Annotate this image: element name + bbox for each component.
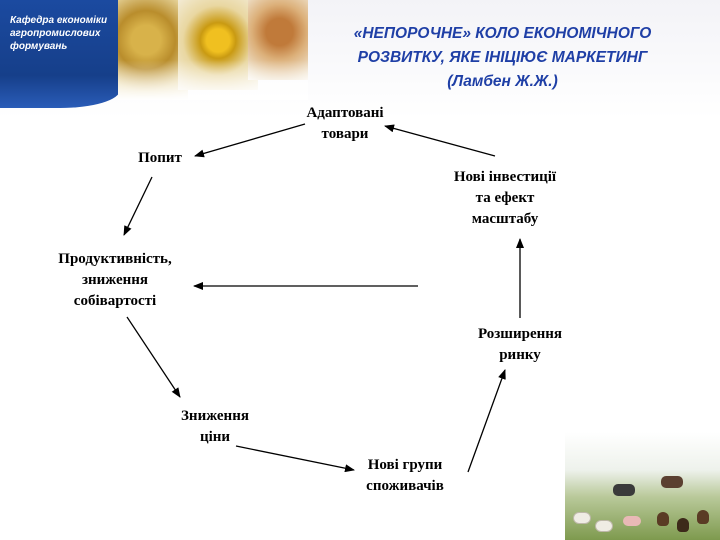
node-demand-line-1: Попит	[115, 148, 205, 169]
node-new-consumers-line-2: споживачів	[335, 476, 475, 497]
node-new-consumers: Нові групи споживачів	[335, 455, 475, 497]
node-productivity: Продуктивність, зниження собівартості	[20, 249, 210, 312]
node-price-reduction-line-2: ціни	[155, 427, 275, 448]
node-price-reduction: Зниження ціни	[155, 406, 275, 448]
node-market-expansion-line-1: Розширення	[445, 324, 595, 345]
node-price-reduction-line-1: Зниження	[155, 406, 275, 427]
arrow-demand-to-productivity	[124, 177, 152, 235]
node-productivity-line-1: Продуктивність,	[20, 249, 210, 270]
node-adapted-goods-line-1: Адаптовані	[275, 103, 415, 124]
node-market-expansion-line-2: ринку	[445, 345, 595, 366]
node-productivity-line-3: собівартості	[20, 291, 210, 312]
node-productivity-line-2: зниження	[20, 270, 210, 291]
node-new-investments-line-1: Нові інвестиції	[420, 167, 590, 188]
node-new-consumers-line-1: Нові групи	[335, 455, 475, 476]
node-market-expansion: Розширення ринку	[445, 324, 595, 366]
node-adapted-goods: Адаптовані товари	[275, 103, 415, 145]
node-new-investments-line-3: масштабу	[420, 209, 590, 230]
node-adapted-goods-line-2: товари	[275, 124, 415, 145]
node-demand: Попит	[115, 148, 205, 169]
node-new-investments-line-2: та ефект	[420, 188, 590, 209]
arrow-productivity-to-price	[127, 317, 180, 397]
node-new-investments: Нові інвестиції та ефект масштабу	[420, 167, 590, 230]
